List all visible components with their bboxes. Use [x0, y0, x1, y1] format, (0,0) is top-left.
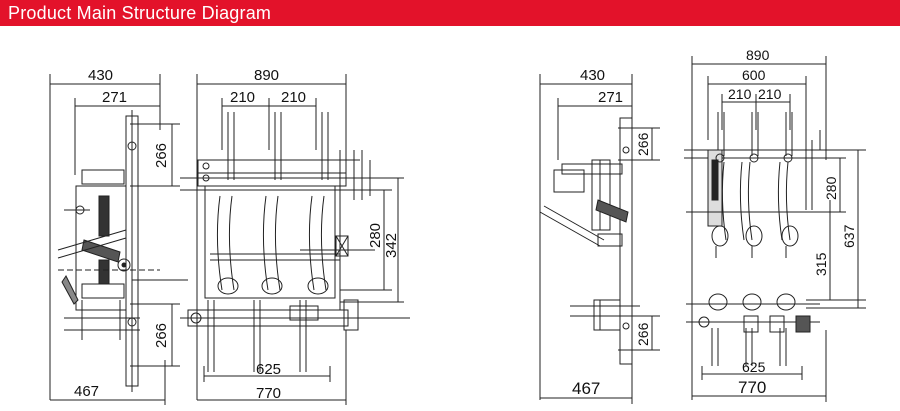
right-side-dim-430: 430: [580, 67, 605, 84]
right-front-dim-210-b: 210: [758, 86, 782, 102]
right-side-view: [539, 74, 660, 404]
left-front-dim-280: 280: [367, 223, 384, 248]
page-title: Product Main Structure Diagram: [8, 3, 272, 23]
left-front-dim-210-a: 210: [230, 89, 255, 106]
right-side-dim-266-lower: 266: [635, 322, 651, 346]
structure-diagram: 430 271 266 266 467: [49, 47, 866, 405]
left-front-dim-210-b: 210: [281, 89, 306, 106]
left-front-dim-770: 770: [256, 385, 281, 402]
left-front-dim-342: 342: [383, 233, 400, 258]
right-front-dim-625: 625: [742, 359, 766, 375]
left-front-view: [180, 74, 410, 405]
left-side-view: [49, 74, 188, 405]
right-front-dim-600: 600: [742, 67, 766, 83]
left-side-dim-266-lower: 266: [153, 323, 170, 348]
left-front-dim-890: 890: [254, 67, 279, 84]
right-side-dim-271: 271: [598, 89, 623, 106]
left-side-dim-266-upper: 266: [153, 143, 170, 168]
right-front-dim-315: 315: [813, 252, 829, 276]
left-side-dim-430: 430: [88, 67, 113, 84]
header-bar: Product Main Structure Diagram: [0, 0, 900, 26]
right-side-dim-266-upper: 266: [635, 132, 651, 156]
right-front-dim-770: 770: [738, 378, 766, 397]
left-side-dim-271: 271: [102, 89, 127, 106]
right-front-dim-280: 280: [823, 176, 839, 200]
left-front-dim-625: 625: [256, 361, 281, 378]
right-front-dim-637: 637: [841, 224, 857, 248]
left-side-dim-467: 467: [74, 383, 99, 400]
right-front-dim-210-a: 210: [728, 86, 752, 102]
right-side-dim-467: 467: [572, 379, 600, 398]
right-front-dim-890: 890: [746, 47, 770, 63]
right-front-view: [684, 56, 866, 402]
